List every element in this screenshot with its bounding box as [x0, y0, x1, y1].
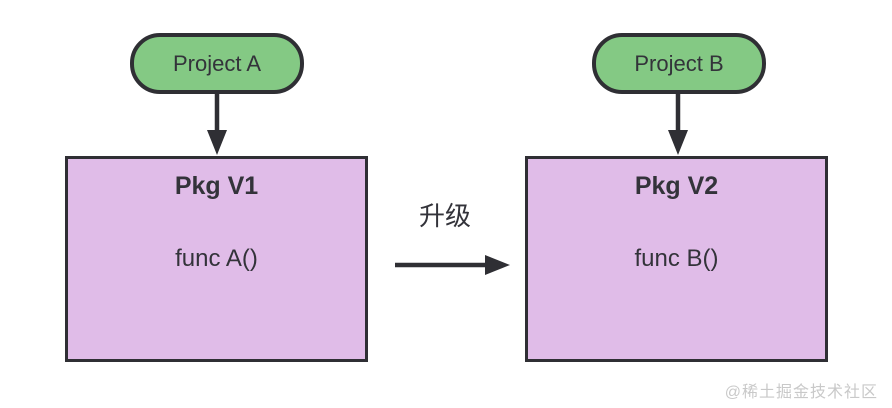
node-project-b-label: Project B: [634, 50, 724, 76]
node-pkg-v2-title: Pkg V2: [634, 172, 719, 200]
edge-upgrade-label: 升级: [418, 201, 471, 231]
arrow-project-b-to-pkg-v2-icon: [668, 94, 688, 155]
node-pkg-v1-body: func A(): [175, 245, 258, 272]
node-pkg-v2: Pkg V2 func B(): [525, 156, 828, 362]
node-project-a: Project A: [130, 33, 304, 94]
node-pkg-v1: Pkg V1 func A(): [65, 156, 368, 362]
node-pkg-v2-body: func B(): [634, 245, 719, 272]
node-project-a-label: Project A: [172, 50, 262, 76]
node-project-b: Project B: [592, 33, 766, 94]
arrow-pkg-v1-to-pkg-v2-icon: [395, 255, 510, 275]
arrow-project-a-to-pkg-v1-icon: [207, 94, 227, 155]
watermark-text: @稀土掘金技术社区: [724, 384, 878, 401]
node-pkg-v1-title: Pkg V1: [174, 172, 259, 200]
